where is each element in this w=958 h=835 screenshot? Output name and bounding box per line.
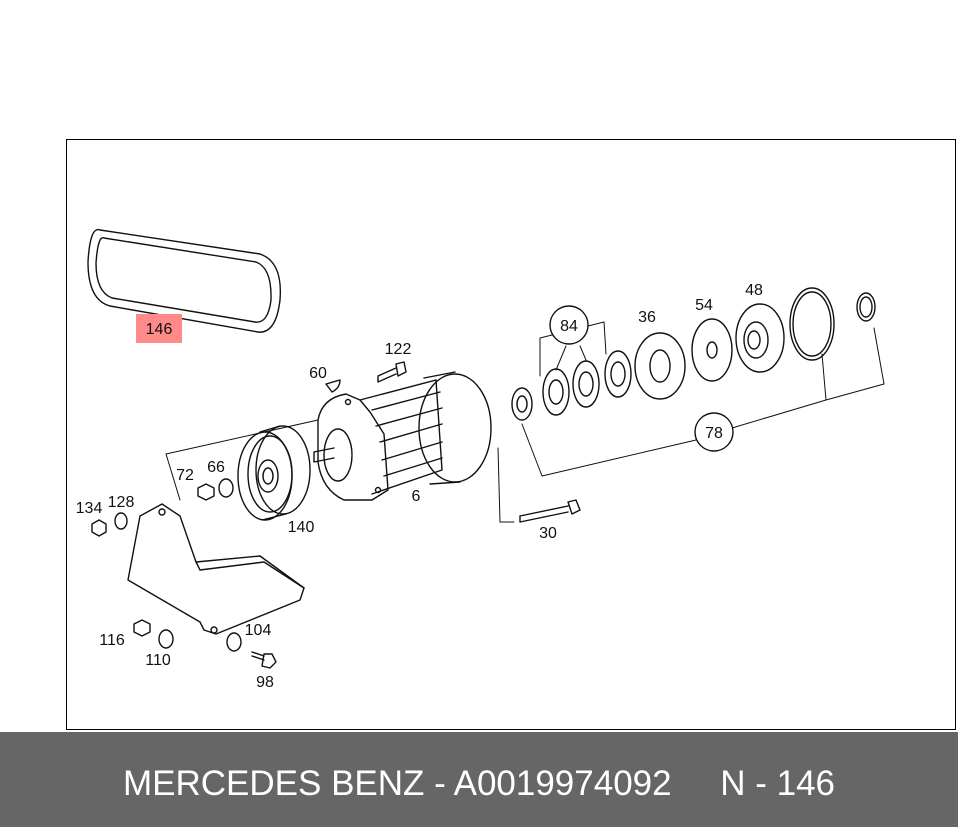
label-128: 128 (108, 494, 135, 511)
label-116: 116 (99, 632, 125, 649)
footer-bar: MERCEDES BENZ - A0019974092 N - 146 (0, 732, 958, 827)
label-134: 134 (76, 500, 103, 517)
leader-line-left (165, 419, 319, 501)
label-122: 122 (385, 341, 412, 358)
screw-122 (377, 361, 407, 383)
callout-84 (549, 305, 589, 345)
label-54: 54 (695, 297, 713, 314)
bracket (127, 503, 305, 635)
label-72: 72 (176, 467, 194, 484)
label-66: 66 (207, 459, 225, 476)
bolt-30 (519, 499, 581, 523)
nut-134 (91, 519, 107, 537)
diagram-frame (66, 139, 956, 730)
compressor-6 (313, 371, 492, 501)
washer-110 (158, 629, 174, 649)
footer-caption: MERCEDES BENZ - A0019974092 N - 146 (123, 764, 835, 803)
leader-line-78 (521, 327, 885, 477)
nut-72 (197, 483, 215, 501)
ring-stack (511, 287, 876, 421)
label-78: 78 (705, 425, 723, 442)
pulley-140 (237, 425, 311, 521)
label-36: 36 (638, 309, 656, 326)
label-60: 60 (309, 365, 327, 382)
washer-128 (114, 512, 128, 530)
label-110: 110 (145, 652, 171, 669)
key-60 (325, 379, 341, 393)
washer-66 (218, 478, 234, 498)
label-98: 98 (256, 674, 274, 691)
label-6: 6 (412, 488, 421, 505)
label-140: 140 (288, 519, 315, 536)
washer-104 (226, 632, 242, 652)
bolt-98 (251, 651, 277, 669)
highlight-marker (136, 314, 182, 343)
parts-diagram: 146 122 60 84 36 54 48 78 72 66 134 128 … (76, 228, 885, 691)
label-104: 104 (245, 622, 272, 639)
label-146: 146 (146, 321, 173, 338)
belt-146 (87, 228, 282, 333)
label-30: 30 (539, 525, 557, 542)
label-48: 48 (745, 282, 763, 299)
leader-line-30 (497, 447, 515, 523)
nut-116 (133, 619, 151, 637)
callout-78 (694, 412, 734, 452)
label-84: 84 (560, 318, 578, 335)
